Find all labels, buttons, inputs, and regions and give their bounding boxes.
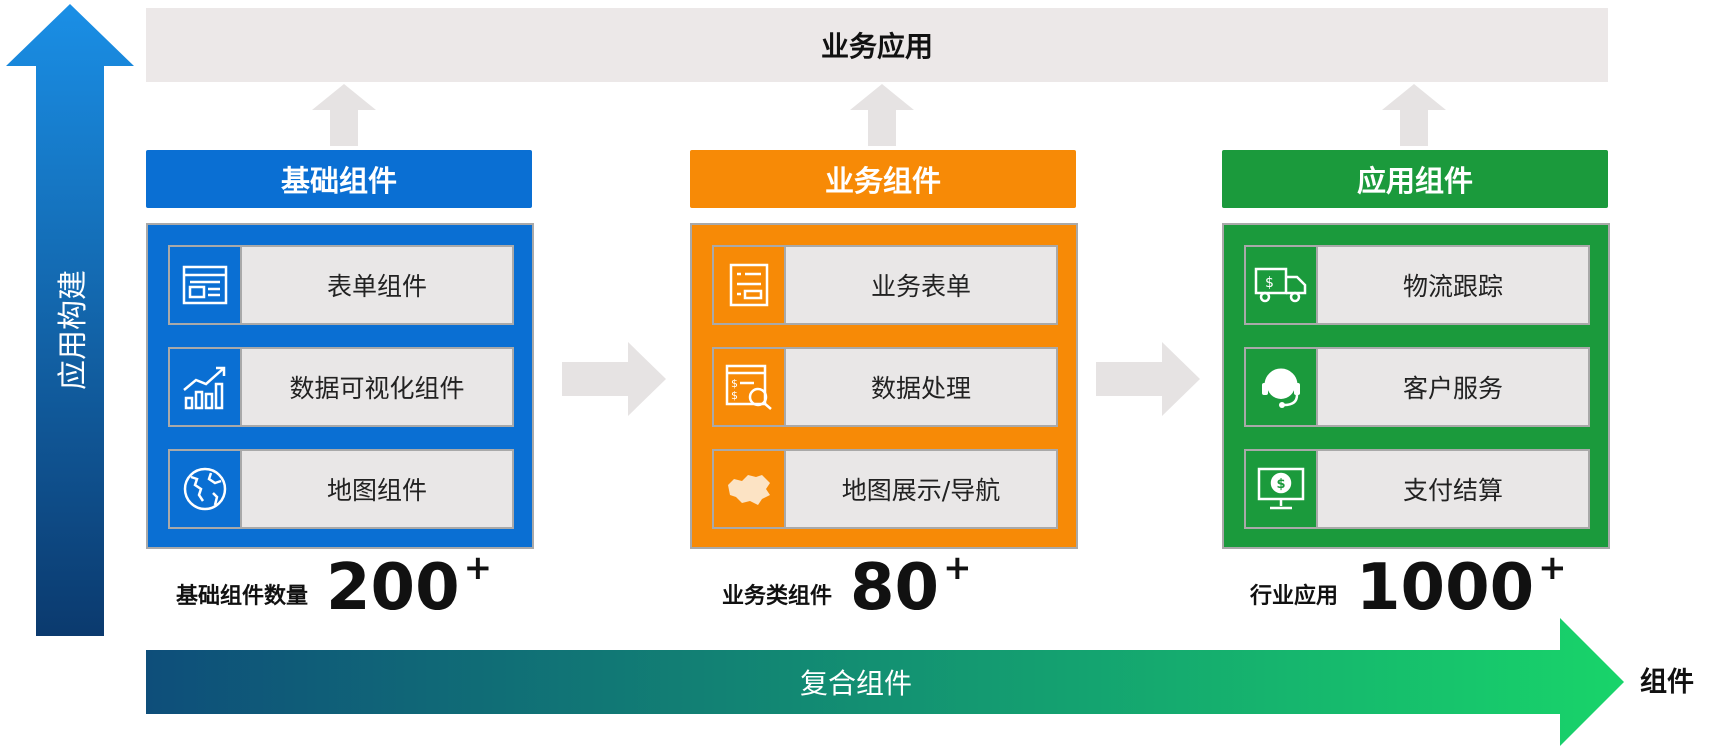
list-item[interactable]: 地图展示/导航 — [712, 449, 1058, 529]
composite-components-label: 复合组件 — [799, 667, 912, 700]
list-item[interactable]: 地图组件 — [168, 449, 514, 529]
horizontal-axis-label: 组件 — [1640, 667, 1694, 698]
application-components-panel: $ 物流跟踪 客户服务 — [1222, 223, 1610, 549]
list-item[interactable]: $ 物流跟踪 — [1244, 245, 1590, 325]
basic-components-count: 基础组件数量 200 + — [176, 548, 492, 625]
right-arrow-icon — [562, 342, 666, 416]
up-arrow-icon — [1382, 84, 1446, 146]
row-label: 支付结算 — [1318, 451, 1588, 527]
basic-components-panel: 表单组件 数据可视化组件 地图组件 — [146, 223, 534, 549]
business-components-count: 业务类组件 80 + — [722, 548, 972, 625]
delivery-truck-icon: $ — [1246, 247, 1318, 323]
row-label: 物流跟踪 — [1318, 247, 1588, 323]
up-arrow-icon — [850, 84, 914, 146]
stat-value: 200 — [326, 551, 460, 625]
list-item[interactable]: $ $ 数据处理 — [712, 347, 1058, 427]
svg-text:$: $ — [1277, 477, 1286, 492]
vertical-axis-label: 应用构建 — [56, 270, 91, 390]
data-search-icon: $ $ — [714, 349, 786, 425]
stat-label: 基础组件数量 — [176, 584, 309, 609]
headset-agent-icon — [1246, 349, 1318, 425]
stat-suffix: + — [1538, 548, 1567, 588]
horizontal-component-arrow — [146, 618, 1624, 746]
map-icon — [714, 451, 786, 527]
list-item[interactable]: 客户服务 — [1244, 347, 1590, 427]
application-components-header: 应用组件 — [1222, 150, 1608, 208]
row-label: 数据处理 — [786, 349, 1056, 425]
stat-value: 80 — [850, 551, 940, 625]
bar-chart-icon — [170, 349, 242, 425]
list-item[interactable]: 数据可视化组件 — [168, 347, 514, 427]
list-item[interactable]: $ 支付结算 — [1244, 449, 1590, 529]
basic-components-header: 基础组件 — [146, 150, 532, 208]
list-item[interactable]: 表单组件 — [168, 245, 514, 325]
vertical-build-arrow — [6, 4, 134, 636]
right-arrow-icon — [1096, 342, 1200, 416]
stat-suffix: + — [463, 548, 493, 588]
globe-icon — [170, 451, 242, 527]
up-arrow-icon — [312, 84, 376, 146]
svg-text:$: $ — [1265, 275, 1274, 291]
document-list-icon — [714, 247, 786, 323]
stat-label: 业务类组件 — [722, 584, 833, 609]
row-label: 业务表单 — [786, 247, 1056, 323]
industry-applications-count: 行业应用 1000 + — [1250, 548, 1567, 625]
list-item[interactable]: 业务表单 — [712, 245, 1058, 325]
payment-monitor-icon: $ — [1246, 451, 1318, 527]
row-label: 数据可视化组件 — [242, 349, 512, 425]
stat-value: 1000 — [1356, 551, 1535, 625]
row-label: 地图展示/导航 — [786, 451, 1056, 527]
business-application-banner: 业务应用 — [146, 8, 1608, 82]
business-components-header: 业务组件 — [690, 150, 1076, 208]
stat-label: 行业应用 — [1250, 584, 1339, 609]
stat-suffix: + — [943, 548, 972, 588]
form-icon — [170, 247, 242, 323]
svg-text:$: $ — [731, 377, 738, 390]
row-label: 客户服务 — [1318, 349, 1588, 425]
row-label: 地图组件 — [242, 451, 512, 527]
business-components-panel: 业务表单 $ $ 数据处理 地图展示/导航 — [690, 223, 1078, 549]
row-label: 表单组件 — [242, 247, 512, 323]
svg-text:$: $ — [731, 389, 738, 402]
